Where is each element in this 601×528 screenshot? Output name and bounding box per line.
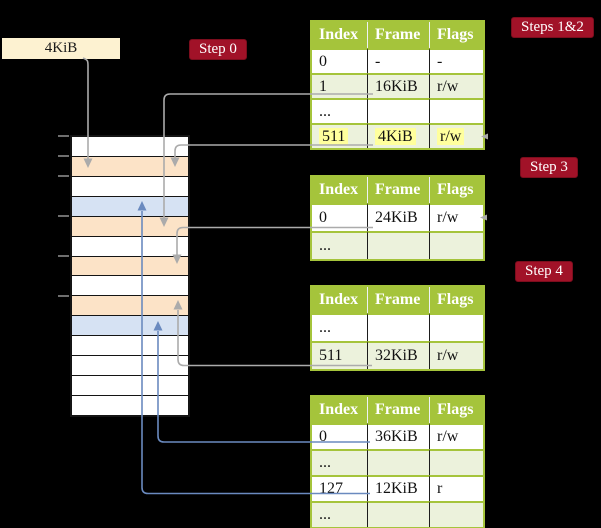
cell-frame: 16KiB bbox=[368, 73, 430, 98]
memory-frame-row-36kib bbox=[72, 316, 188, 337]
table-row: 1 16KiB r/w bbox=[312, 73, 483, 98]
cell-frame: 36KiB bbox=[368, 423, 430, 449]
table-row: ... bbox=[312, 231, 483, 259]
memory-frame-row-40kib bbox=[72, 336, 188, 357]
table-row: 0 24KiB r/w bbox=[312, 203, 483, 231]
memory-frame-row-44kib bbox=[72, 356, 188, 377]
step-3-label: Step 3 bbox=[520, 157, 578, 178]
frame-size-box: 4KiB bbox=[2, 38, 120, 59]
table-row: 127 12KiB r bbox=[312, 475, 483, 501]
column-header-frame: Frame bbox=[368, 22, 430, 48]
cell-index: ... bbox=[312, 231, 368, 259]
cell-index: 0 bbox=[312, 203, 368, 231]
cell-frame: - bbox=[368, 48, 430, 73]
column-header-frame: Frame bbox=[368, 397, 430, 423]
memory-frame-row-4kib bbox=[72, 156, 188, 177]
cell-index: 511 bbox=[312, 123, 368, 148]
table-row: 511 32KiB r/w bbox=[312, 341, 483, 369]
cell-frame bbox=[368, 449, 430, 475]
cell-frame: 4KiB bbox=[368, 123, 430, 148]
frame-boundary-ticks bbox=[58, 135, 69, 297]
cell-index: ... bbox=[312, 501, 368, 527]
column-header-flags: Flags bbox=[430, 287, 483, 313]
cell-index: 0 bbox=[312, 48, 368, 73]
column-header-index: Index bbox=[312, 177, 368, 203]
cell-flags bbox=[430, 449, 483, 475]
column-header-flags: Flags bbox=[430, 397, 483, 423]
page-table-step-3: Index Frame Flags 0 24KiB r/w ... bbox=[310, 175, 485, 261]
cell-flags: r/w bbox=[430, 73, 483, 98]
table-row: ... bbox=[312, 98, 483, 123]
table-header-row: Index Frame Flags bbox=[312, 177, 483, 203]
memory-frame-row-28kib bbox=[72, 276, 188, 297]
highlight: 511 bbox=[319, 127, 349, 145]
cell-index: 127 bbox=[312, 475, 368, 501]
cell-flags: r bbox=[430, 475, 483, 501]
column-header-flags: Flags bbox=[430, 22, 483, 48]
cell-frame bbox=[368, 231, 430, 259]
page-table-final-level: Index Frame Flags 0 36KiB r/w ... 127 12… bbox=[310, 395, 485, 528]
column-header-index: Index bbox=[312, 397, 368, 423]
steps-1-2-label: Steps 1&2 bbox=[511, 17, 594, 38]
column-header-index: Index bbox=[312, 287, 368, 313]
cell-index: 511 bbox=[312, 341, 368, 369]
cell-index: ... bbox=[312, 98, 368, 123]
table-row: 0 36KiB r/w bbox=[312, 423, 483, 449]
cell-flags bbox=[430, 231, 483, 259]
column-header-index: Index bbox=[312, 22, 368, 48]
cell-flags bbox=[430, 313, 483, 341]
table-row: ... bbox=[312, 501, 483, 527]
cell-frame: 32KiB bbox=[368, 341, 430, 369]
page-table-steps-1-2: Index Frame Flags 0 - - 1 16KiB r/w ... … bbox=[310, 20, 485, 150]
cell-frame bbox=[368, 501, 430, 527]
table-row: ... bbox=[312, 313, 483, 341]
column-header-flags: Flags bbox=[430, 177, 483, 203]
memory-frame-row-52kib bbox=[72, 395, 188, 415]
cell-frame bbox=[368, 98, 430, 123]
cell-flags: r/w bbox=[430, 123, 483, 148]
table-header-row: Index Frame Flags bbox=[312, 287, 483, 313]
cell-flags bbox=[430, 98, 483, 123]
table-row: 0 - - bbox=[312, 48, 483, 73]
frame-size-label: 4KiB bbox=[44, 40, 78, 56]
memory-frame-row-48kib bbox=[72, 376, 188, 396]
cell-frame: 12KiB bbox=[368, 475, 430, 501]
cell-frame bbox=[368, 313, 430, 341]
cell-index: ... bbox=[312, 449, 368, 475]
cell-frame: 24KiB bbox=[368, 203, 430, 231]
memory-frame-row-8kib bbox=[72, 176, 188, 197]
page-table-step-4: Index Frame Flags ... 511 32KiB r/w bbox=[310, 285, 485, 371]
cell-index: 1 bbox=[312, 73, 368, 98]
step-0-label: Step 0 bbox=[189, 39, 247, 60]
memory-frame-row-12kib bbox=[72, 196, 188, 217]
cell-flags: r/w bbox=[430, 341, 483, 369]
memory-frame-row-0 bbox=[72, 137, 188, 157]
cell-flags: - bbox=[430, 48, 483, 73]
step-4-label: Step 4 bbox=[515, 261, 573, 282]
physical-memory-column bbox=[70, 135, 190, 417]
cell-index: ... bbox=[312, 313, 368, 341]
memory-frame-row-32kib bbox=[72, 296, 188, 317]
table-row: ... bbox=[312, 449, 483, 475]
memory-frame-row-16kib bbox=[72, 216, 188, 237]
memory-frame-row-24kib bbox=[72, 256, 188, 277]
highlight: r/w bbox=[437, 127, 465, 145]
highlight: 4KiB bbox=[375, 127, 416, 145]
cell-flags bbox=[430, 501, 483, 527]
table-header-row: Index Frame Flags bbox=[312, 397, 483, 423]
table-header-row: Index Frame Flags bbox=[312, 22, 483, 48]
cell-flags: r/w bbox=[430, 423, 483, 449]
memory-frame-row-20kib bbox=[72, 236, 188, 257]
cell-flags: r/w bbox=[430, 203, 483, 231]
column-header-frame: Frame bbox=[368, 177, 430, 203]
column-header-frame: Frame bbox=[368, 287, 430, 313]
cell-index: 0 bbox=[312, 423, 368, 449]
table-row-highlighted: 511 4KiB r/w bbox=[312, 123, 483, 148]
